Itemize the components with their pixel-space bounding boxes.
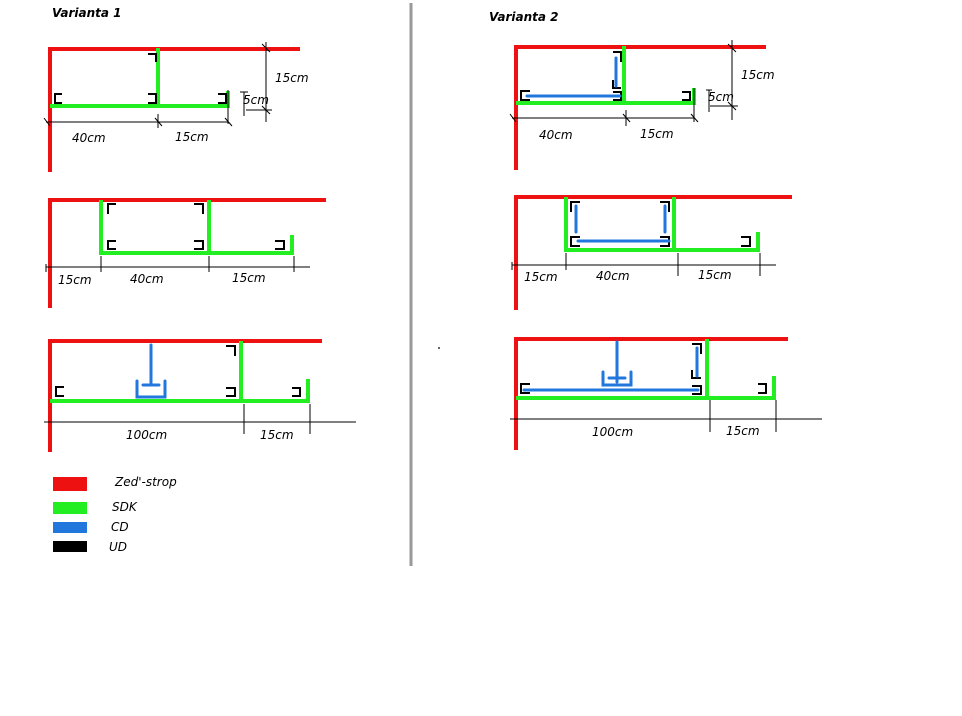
v1-row1-diagram: 15cm 5cm 40cm 15cm: [43, 42, 309, 172]
dim-label: 15cm: [232, 271, 266, 285]
ud-profile: [194, 240, 204, 250]
legend-swatch-ud: [53, 541, 87, 552]
ud-profile: [194, 203, 204, 214]
ud-profile: [107, 203, 116, 214]
ud-profile: [54, 93, 62, 104]
legend-label: UD: [109, 540, 127, 554]
v1-row3-diagram: 100cm 15cm: [44, 339, 356, 452]
dim-label: 15cm: [260, 428, 294, 442]
legend-label: CD: [111, 520, 129, 534]
sdk-board: [50, 91, 230, 108]
legend-label: Zed'-strop: [114, 475, 177, 489]
dim-label: 5cm: [243, 93, 269, 107]
cd-profile: [522, 340, 700, 392]
ud-profile: [570, 201, 580, 212]
ud-profile: [758, 383, 767, 394]
dim-label: 15cm: [698, 268, 732, 282]
ud-profile: [613, 51, 622, 62]
legend-swatch-cd: [53, 522, 87, 533]
ud-profile: [570, 236, 580, 247]
dimension-lines: [509, 40, 738, 126]
sdk-board: [516, 376, 776, 400]
dimension-lines: [43, 42, 272, 128]
variant-1-title: Varianta 1: [52, 6, 122, 20]
dim-label: 5cm: [708, 90, 734, 104]
ud-profile: [692, 343, 702, 354]
dim-label: 100cm: [592, 425, 633, 439]
dim-label: 15cm: [524, 270, 558, 284]
ud-profile: [691, 370, 701, 379]
sdk-board: [564, 197, 760, 252]
cd-profile: [525, 56, 622, 98]
dim-label: 40cm: [596, 269, 630, 283]
ud-profile: [218, 93, 227, 104]
dim-label: 15cm: [58, 273, 92, 287]
ceiling-wall: [514, 45, 766, 170]
dim-label: 15cm: [640, 127, 674, 141]
dim-label: 100cm: [126, 428, 167, 442]
dim-label: 40cm: [539, 128, 573, 142]
ceiling-wall: [48, 198, 326, 308]
ud-profile: [226, 345, 236, 356]
dim-label: 15cm: [275, 71, 309, 85]
variant-2-title: Varianta 2: [489, 10, 559, 24]
dim-label: 40cm: [72, 131, 106, 145]
sdk-board: [99, 200, 294, 255]
dimension-lines: [44, 404, 356, 434]
v2-row2-diagram: 15cm 40cm 15cm: [511, 195, 792, 310]
legend-swatch-sdk: [53, 502, 87, 514]
ceiling-wall: [514, 337, 788, 450]
ud-profile: [520, 90, 530, 101]
ud-profile: [107, 240, 116, 250]
ud-profile: [612, 80, 621, 89]
ud-profile: [148, 93, 157, 104]
ud-profile: [292, 387, 301, 397]
cd-profile: [574, 204, 671, 243]
stray-dot: [438, 347, 440, 349]
ud-profile: [520, 383, 530, 394]
ceiling-wall: [514, 195, 792, 310]
dim-label: 40cm: [130, 272, 164, 286]
legend-label: SDK: [112, 500, 138, 514]
dimension-lines: [510, 400, 822, 432]
v2-row1-diagram: 15cm 5cm 40cm 15cm: [509, 40, 775, 170]
legend-swatch-zed-strop: [53, 477, 87, 491]
dim-label: 15cm: [726, 424, 760, 438]
ud-profile: [226, 387, 236, 397]
v2-row3-diagram: 100cm 15cm: [510, 337, 822, 450]
ud-profile: [741, 236, 751, 247]
ud-profile: [692, 385, 702, 395]
ud-profile: [275, 240, 285, 250]
sdk-board: [50, 379, 310, 403]
ud-profile: [682, 91, 691, 101]
ud-profile: [148, 53, 157, 62]
ceiling-wall: [48, 47, 300, 172]
dim-label: 15cm: [175, 130, 209, 144]
dim-label: 15cm: [741, 68, 775, 82]
ud-profile: [660, 201, 670, 212]
ceiling-wall: [48, 339, 322, 452]
dimension-lines: [45, 256, 310, 272]
ud-profile: [55, 386, 64, 397]
cd-profile: [135, 343, 167, 399]
legend: Zed'-strop SDK CD UD: [53, 475, 177, 554]
dimension-lines: [511, 253, 776, 276]
v1-row2-diagram: 15cm 40cm 15cm: [45, 198, 326, 308]
